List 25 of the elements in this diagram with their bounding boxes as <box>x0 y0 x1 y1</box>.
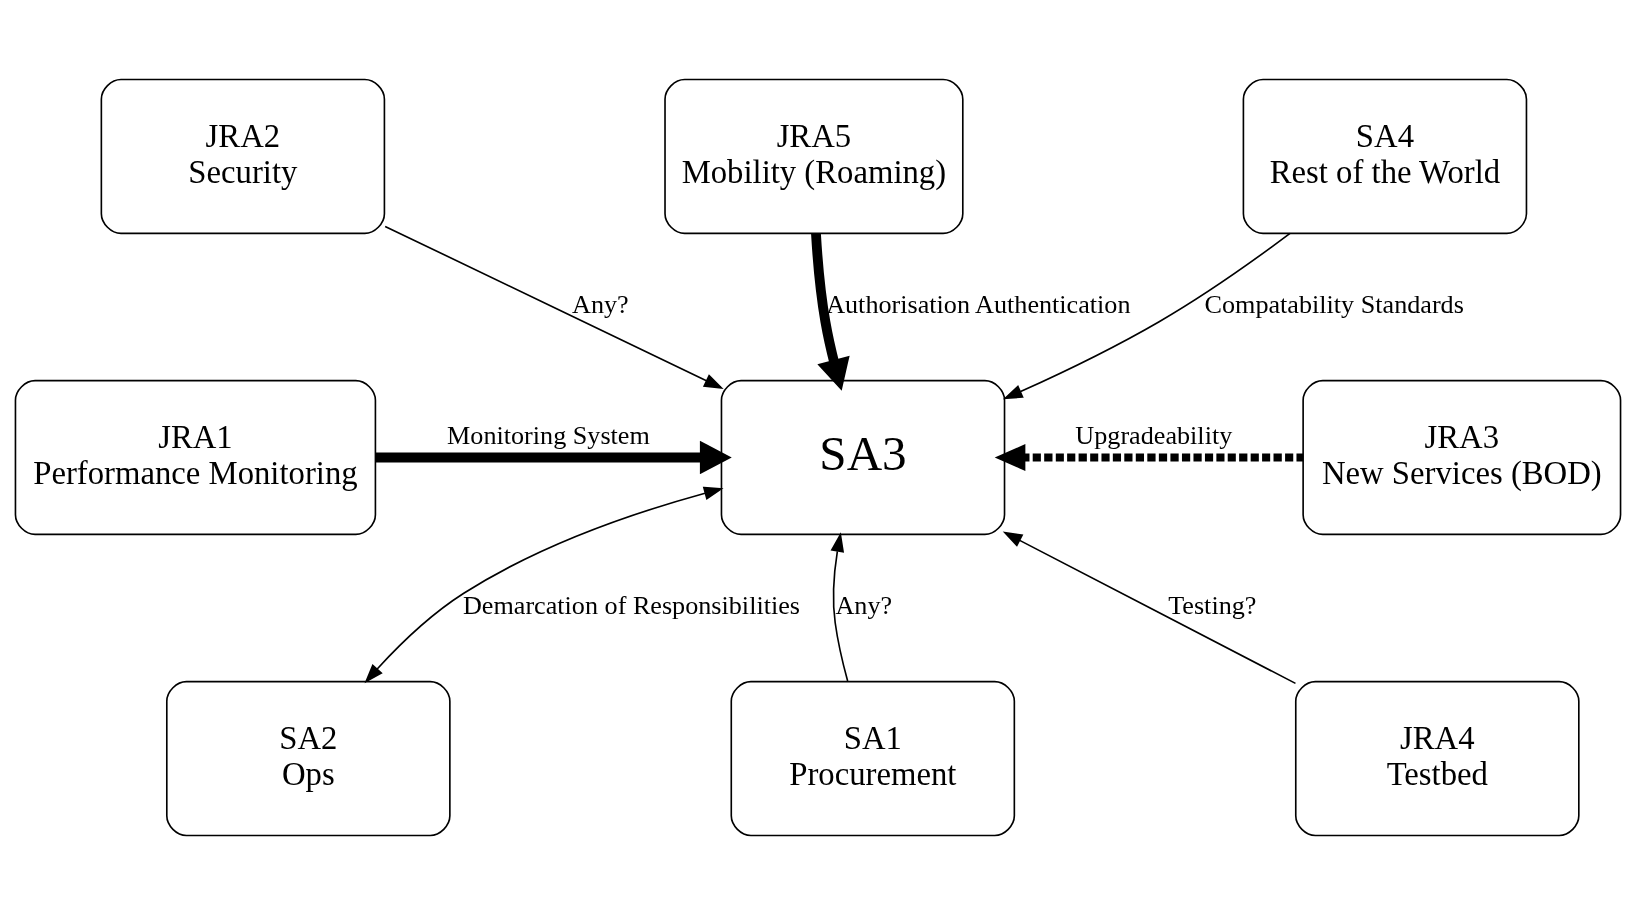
node-box: SA3 <box>720 379 1006 536</box>
edge-label: Authorisation Authentication <box>826 290 1131 320</box>
node-box: JRA2 Security <box>100 78 386 235</box>
arrow <box>994 444 1303 471</box>
edge-label: Any? <box>572 290 629 320</box>
edge-label: Demarcation of Responsibilities <box>462 591 801 621</box>
node-box: JRA1 Performance Monitoring <box>14 379 377 536</box>
node-box: JRA3 New Services (BOD) <box>1302 379 1622 536</box>
arrow <box>384 225 724 389</box>
edge-label: Compatability Standards <box>1204 290 1464 320</box>
node-box: SA1 Procurement <box>730 680 1016 837</box>
node-box: SA2 Ops <box>166 680 451 837</box>
arrow <box>830 532 849 682</box>
arrow <box>1003 232 1291 400</box>
arrow <box>364 486 724 684</box>
node-box: JRA4 Testbed <box>1294 680 1580 837</box>
edge-label: Any? <box>835 591 893 621</box>
arrow <box>1002 531 1297 685</box>
arrow <box>375 440 732 475</box>
edge-label: Testing? <box>1168 591 1257 621</box>
arrow <box>811 233 850 391</box>
node-box: JRA5 Mobility (Roaming) <box>664 78 964 235</box>
edge-label: Monitoring System <box>447 421 650 451</box>
edge-label: Upgradeability <box>1075 421 1233 451</box>
node-box: SA4 Rest of the World <box>1242 78 1528 235</box>
